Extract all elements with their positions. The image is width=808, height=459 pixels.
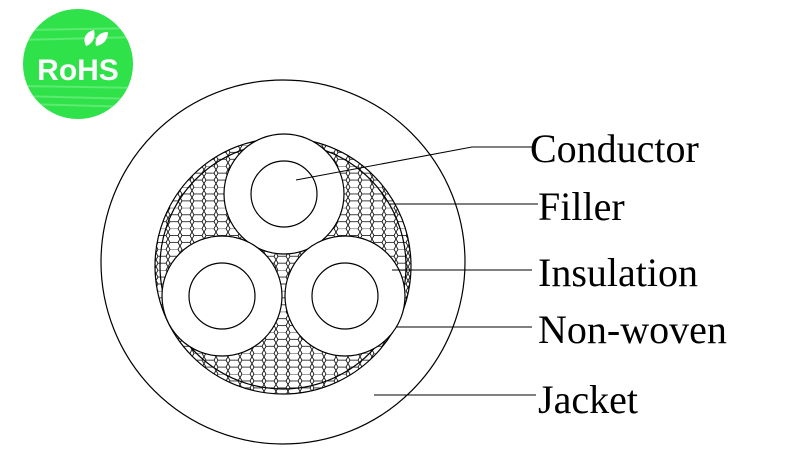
- insulation-label: Insulation: [538, 250, 698, 295]
- jacket-label: Jacket: [538, 377, 638, 422]
- filler-label: Filler: [538, 184, 625, 229]
- conductor-label: Conductor: [530, 126, 699, 171]
- rohs-badge-texture: [23, 27, 133, 108]
- non-woven-label: Non-woven: [538, 307, 727, 352]
- rohs-badge-label: RoHS: [37, 54, 119, 87]
- conductor-bottom-right: [311, 262, 379, 330]
- conductor-leader-line: [295, 146, 532, 181]
- core-bottom-left: [161, 235, 283, 357]
- rohs-badge: RoHS: [23, 9, 133, 119]
- conductor-top: [250, 160, 318, 228]
- core-top: [223, 133, 345, 255]
- jacket-ring: [100, 79, 466, 445]
- leaf-icon: [84, 30, 108, 46]
- conductor-bottom-left: [188, 262, 256, 330]
- core-bottom-right: [284, 235, 406, 357]
